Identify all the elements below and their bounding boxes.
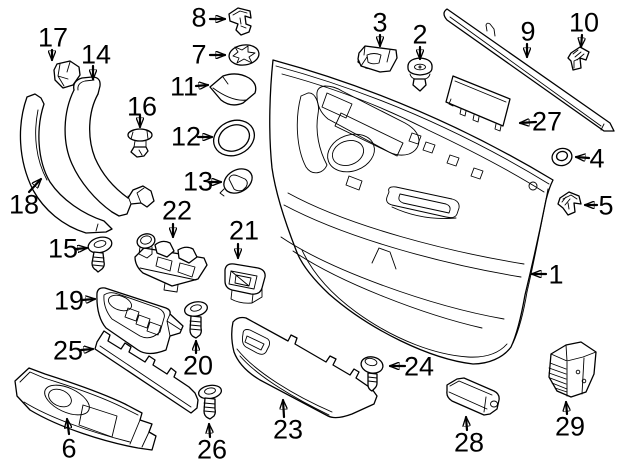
callout-27: 27 xyxy=(531,106,563,137)
callout-8: 8 xyxy=(191,2,207,33)
callout-11: 11 xyxy=(169,71,199,102)
callout-arrows xyxy=(27,19,599,439)
part-27-access-panel xyxy=(445,75,511,132)
arrow-28 xyxy=(466,415,467,432)
callout-4: 4 xyxy=(589,143,605,174)
part-15-screw xyxy=(87,236,113,273)
callout-21: 21 xyxy=(228,215,260,246)
arrow-23 xyxy=(283,398,284,419)
part-28-courtesy-lamp xyxy=(446,377,500,416)
part-10-clip xyxy=(567,46,590,71)
part-8-clip xyxy=(228,7,252,36)
callout-13: 13 xyxy=(182,166,214,197)
part-11-mirror-corner-cover xyxy=(209,73,257,106)
arrow-4 xyxy=(574,157,591,158)
callout-18: 18 xyxy=(8,189,40,220)
part-19-pull-handle-trim xyxy=(96,287,184,355)
callout-28: 28 xyxy=(453,427,485,458)
callout-16: 16 xyxy=(126,91,158,122)
part-18-trim-strip xyxy=(19,93,113,234)
part-7-star-washer xyxy=(228,44,260,66)
part-23-armrest-panel xyxy=(231,316,378,419)
part-29-switch-block xyxy=(548,341,597,398)
part-20-screw xyxy=(184,301,208,339)
arrow-6 xyxy=(67,417,69,436)
callout-23: 23 xyxy=(272,414,304,445)
arrow-10 xyxy=(581,33,582,49)
part-24-screw xyxy=(360,356,384,392)
arrow-27 xyxy=(518,122,538,123)
part-1-door-trim-panel xyxy=(269,48,554,365)
arrow-25 xyxy=(79,349,95,350)
part-3-bracket xyxy=(357,45,398,73)
arrow-15 xyxy=(74,248,89,249)
arrow-29 xyxy=(566,400,567,416)
part-22-window-switch xyxy=(134,233,208,293)
part-26-screw xyxy=(197,384,223,420)
part-4-grommet xyxy=(551,147,573,167)
callout-5: 5 xyxy=(598,190,614,221)
callout-1: 1 xyxy=(548,259,564,290)
callout-26: 26 xyxy=(196,434,228,465)
part-17-clip xyxy=(53,60,81,89)
callout-6: 6 xyxy=(61,433,77,464)
arrow-19 xyxy=(80,299,97,300)
callout-29: 29 xyxy=(554,411,586,442)
arrow-18 xyxy=(27,177,43,194)
part-9-moulding-strip xyxy=(443,8,615,132)
part-2-grommet xyxy=(407,57,433,92)
callout-3: 3 xyxy=(372,7,388,38)
callout-15: 15 xyxy=(47,233,79,264)
callout-12: 12 xyxy=(170,121,202,152)
callout-17: 17 xyxy=(37,22,69,53)
callout-14: 14 xyxy=(80,39,112,70)
part-6-speaker-trim-panel xyxy=(14,367,157,451)
arrow-26 xyxy=(209,422,210,439)
part-21-switch-bezel xyxy=(224,263,266,304)
callout-19: 19 xyxy=(53,285,85,316)
callout-20: 20 xyxy=(182,350,214,381)
part-13-cap xyxy=(219,168,253,197)
callout-7: 7 xyxy=(191,39,207,70)
callout-10: 10 xyxy=(568,7,600,38)
callout-2: 2 xyxy=(412,19,428,50)
part-14-grab-handle xyxy=(64,76,155,217)
part-16-rivet xyxy=(127,128,153,158)
callout-25: 25 xyxy=(52,335,84,366)
callout-9: 9 xyxy=(520,16,536,47)
arrow-11 xyxy=(194,85,210,86)
part-25-trim-strip-lower xyxy=(94,330,199,414)
part-5-clip xyxy=(557,191,582,216)
callout-24: 24 xyxy=(403,351,435,382)
callout-22: 22 xyxy=(161,195,193,226)
part-12-gasket-ring xyxy=(213,119,255,157)
